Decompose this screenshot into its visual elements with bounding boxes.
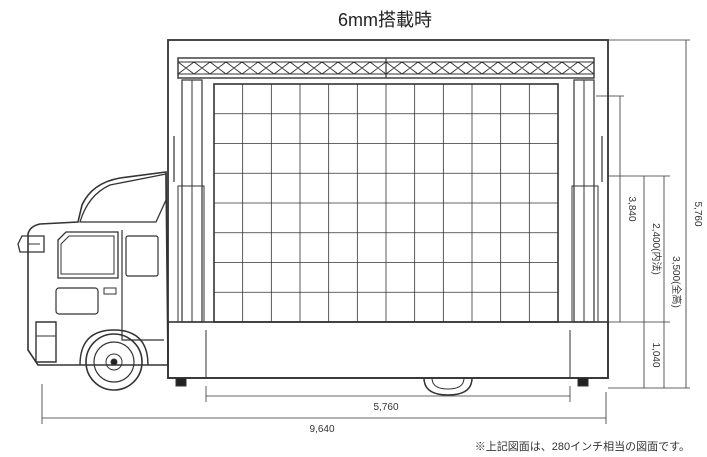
truck-box <box>167 39 609 387</box>
truck-cab <box>17 171 169 366</box>
dimension-lines <box>41 39 690 424</box>
diagram-title: 6mm搭載時 <box>338 10 432 30</box>
dim-overall-height: 5,760 <box>692 201 703 226</box>
footnote: ※上記図面は、280インチ相当の図面です。 <box>475 439 690 453</box>
dim-overall-length: 9,640 <box>309 424 334 435</box>
rear-wheel <box>423 377 473 396</box>
dim-inner-height: 2,400(内法) <box>650 223 663 275</box>
dim-total-height-panel: 3,500(全高) <box>670 256 683 308</box>
led-screen <box>213 83 559 323</box>
led-screen-grid <box>214 84 558 322</box>
dim-screen-height: 3,840 <box>626 196 637 221</box>
front-wheel <box>85 333 143 391</box>
dim-screen-width: 5,760 <box>373 402 398 413</box>
dim-base-height: 1,040 <box>650 342 661 367</box>
